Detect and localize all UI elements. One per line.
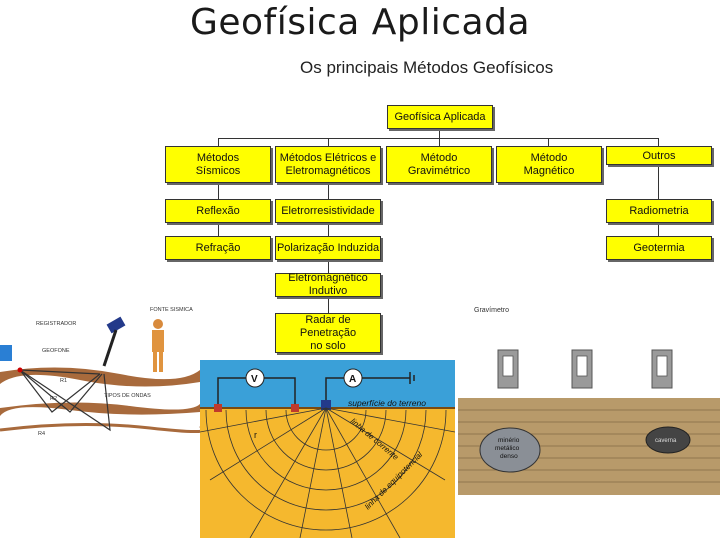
connector-outros [658, 138, 659, 146]
box-metodo-magnetico: Método Magnético [496, 146, 602, 183]
tipos-ondas-label: TIPOS DE ONDAS [104, 393, 151, 399]
slide-title: Geofísica Aplicada [189, 2, 531, 43]
box-geotermia: Geotermia [606, 236, 712, 260]
voltmeter-label: V [251, 374, 258, 385]
diagram-subtitle: Os principais Métodos Geofísicos [300, 58, 554, 77]
box-reflexao: Reflexão [165, 199, 271, 223]
seismic-figure: FONTE SISMICA REGISTRADOR GEOFONE R1 R2 … [0, 300, 200, 450]
r1-label: R1 [60, 378, 67, 384]
box-radiometria: Radiometria [606, 199, 712, 223]
gravity-figure: Gravímetro minério metálico denso cave [458, 300, 720, 495]
box-radar-penetracao: Radar de Penetração no solo [275, 313, 381, 353]
minerio-label-1: minério [498, 437, 520, 444]
connector-horizontal [218, 138, 658, 139]
box-outros: Outros [606, 146, 712, 165]
superficie-label: superfície do terreno [348, 398, 426, 408]
r4-label: R4 [38, 431, 45, 437]
connector-sismicos [218, 138, 219, 146]
box-geofisica-aplicada: Geofísica Aplicada [387, 105, 493, 129]
geofone-label: GEOFONE [42, 348, 70, 354]
gravimetro-label: Gravímetro [474, 307, 509, 314]
ammeter-label: A [349, 374, 356, 385]
connector-root-down [439, 129, 440, 139]
minerio-label-2: metálico [495, 445, 520, 452]
caverna-label: caverna [655, 438, 677, 444]
connector-gravimetrico [439, 138, 440, 146]
box-metodos-sismicos: Métodos Sísmicos [165, 146, 271, 183]
electrical-figure: V A superfície do terreno r linha de cor… [200, 360, 455, 538]
registrador-icon [0, 345, 12, 361]
box-eletrorresistividade: Eletrorresistividade [275, 199, 381, 223]
box-metodos-eletricos: Métodos Elétricos e Eletromagnéticos [275, 146, 381, 183]
connector-eletricos [328, 138, 329, 146]
r-label: r [254, 430, 257, 440]
box-metodo-gravimetrico: Método Gravimétrico [386, 146, 492, 183]
connector-magnetico [548, 138, 549, 146]
r2-label: R2 [50, 396, 57, 402]
fonte-sismica-label: FONTE SISMICA [150, 307, 193, 313]
box-refracao: Refração [165, 236, 271, 260]
registrador-label: REGISTRADOR [36, 321, 76, 327]
box-eletromagnetico-indutivo: Eletromagnético Indutivo [275, 272, 381, 297]
minerio-label-3: denso [500, 453, 518, 460]
box-polarizacao-induzida: Polarização Induzida [275, 236, 381, 260]
